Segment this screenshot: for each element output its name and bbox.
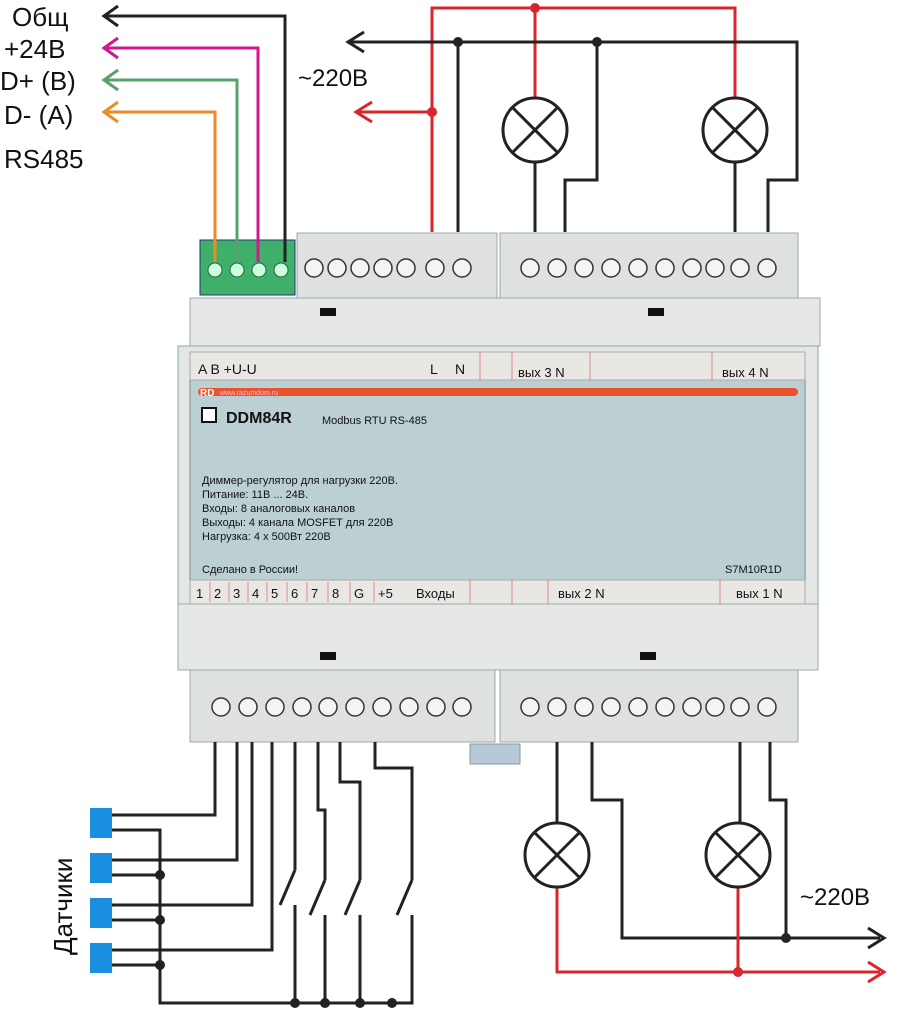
rs485-label-dminus: D- (A) bbox=[4, 100, 73, 130]
label-top-L: L bbox=[430, 361, 438, 377]
top-load-wiring bbox=[345, 6, 799, 232]
label-bottom-out1: вых 1 N bbox=[736, 586, 783, 601]
desc-line-2: Питание: 11В ... 24В. bbox=[202, 489, 308, 501]
lamp-4 bbox=[701, 96, 769, 164]
lamp-2 bbox=[523, 821, 591, 889]
bottom-load-wiring bbox=[555, 742, 887, 984]
desc-line-1: Диммер-регулятор для нагрузки 220В. bbox=[202, 475, 398, 487]
sensor-1 bbox=[90, 808, 112, 838]
sensor-blocks bbox=[90, 808, 112, 973]
wire-24v bbox=[105, 46, 260, 262]
label-top-out4: вых 4 N bbox=[722, 365, 769, 380]
label-top-abu: A B +U-U bbox=[198, 361, 257, 377]
label-top-out3: вых 3 N bbox=[518, 365, 565, 380]
desc-line-4: Выходы: 4 канала MOSFET для 220В bbox=[202, 517, 393, 529]
input-terminal-label: 6 bbox=[291, 586, 298, 601]
wire-dplus bbox=[105, 78, 239, 262]
label-inputs: Входы bbox=[416, 586, 455, 601]
mains-bottom-label: ~220В bbox=[800, 884, 870, 911]
dimmer-module: A B +U-U L N вых 3 N вых 4 N RD www.razu… bbox=[177, 232, 821, 765]
lamp-3 bbox=[501, 96, 569, 164]
input-terminal-label: G bbox=[354, 586, 364, 601]
sensor-2 bbox=[90, 853, 112, 883]
input-terminal-label: 2 bbox=[214, 586, 221, 601]
brand-logo: RD bbox=[200, 388, 214, 399]
input-terminal-label: +5 bbox=[378, 586, 393, 601]
input-terminal-label: 8 bbox=[332, 586, 339, 601]
rs485-label-common: Общ bbox=[12, 2, 69, 32]
mains-top-label: ~220В bbox=[298, 65, 368, 92]
sensor-4 bbox=[90, 943, 112, 973]
rs485-label-24v: +24В bbox=[4, 34, 65, 64]
label-bottom-out2: вых 2 N bbox=[558, 586, 605, 601]
input-terminal-label: 7 bbox=[311, 586, 318, 601]
sensor-3 bbox=[90, 898, 112, 928]
desc-line-5: Нагрузка: 4 х 500Вт 220В bbox=[202, 531, 331, 543]
desc-line-3: Входы: 8 аналоговых каналов bbox=[202, 503, 355, 515]
model-name: DDM84R bbox=[226, 410, 292, 427]
wire-common bbox=[105, 14, 287, 262]
rs485-label-dplus: D+ (B) bbox=[0, 66, 76, 96]
serial-label: S7M10R1D bbox=[725, 564, 782, 576]
rs485-title: RS485 bbox=[4, 144, 84, 174]
label-top-N: N bbox=[455, 361, 465, 377]
brand-stripe bbox=[198, 388, 798, 396]
protocol-label: Modbus RTU RS-485 bbox=[322, 415, 427, 427]
rs485-wiring bbox=[105, 14, 287, 262]
wire-dminus bbox=[105, 110, 217, 262]
input-terminal-label: 1 bbox=[196, 586, 203, 601]
sensors-label: Датчики bbox=[48, 858, 78, 955]
lamp-1 bbox=[704, 821, 772, 889]
brand-url: www.razumdom.ru bbox=[219, 390, 278, 397]
input-terminal-label: 4 bbox=[252, 586, 259, 601]
made-in-label: Сделано в России! bbox=[202, 564, 298, 576]
input-terminal-label: 3 bbox=[233, 586, 240, 601]
input-terminal-label: 5 bbox=[271, 586, 278, 601]
brand-icon bbox=[201, 407, 217, 423]
